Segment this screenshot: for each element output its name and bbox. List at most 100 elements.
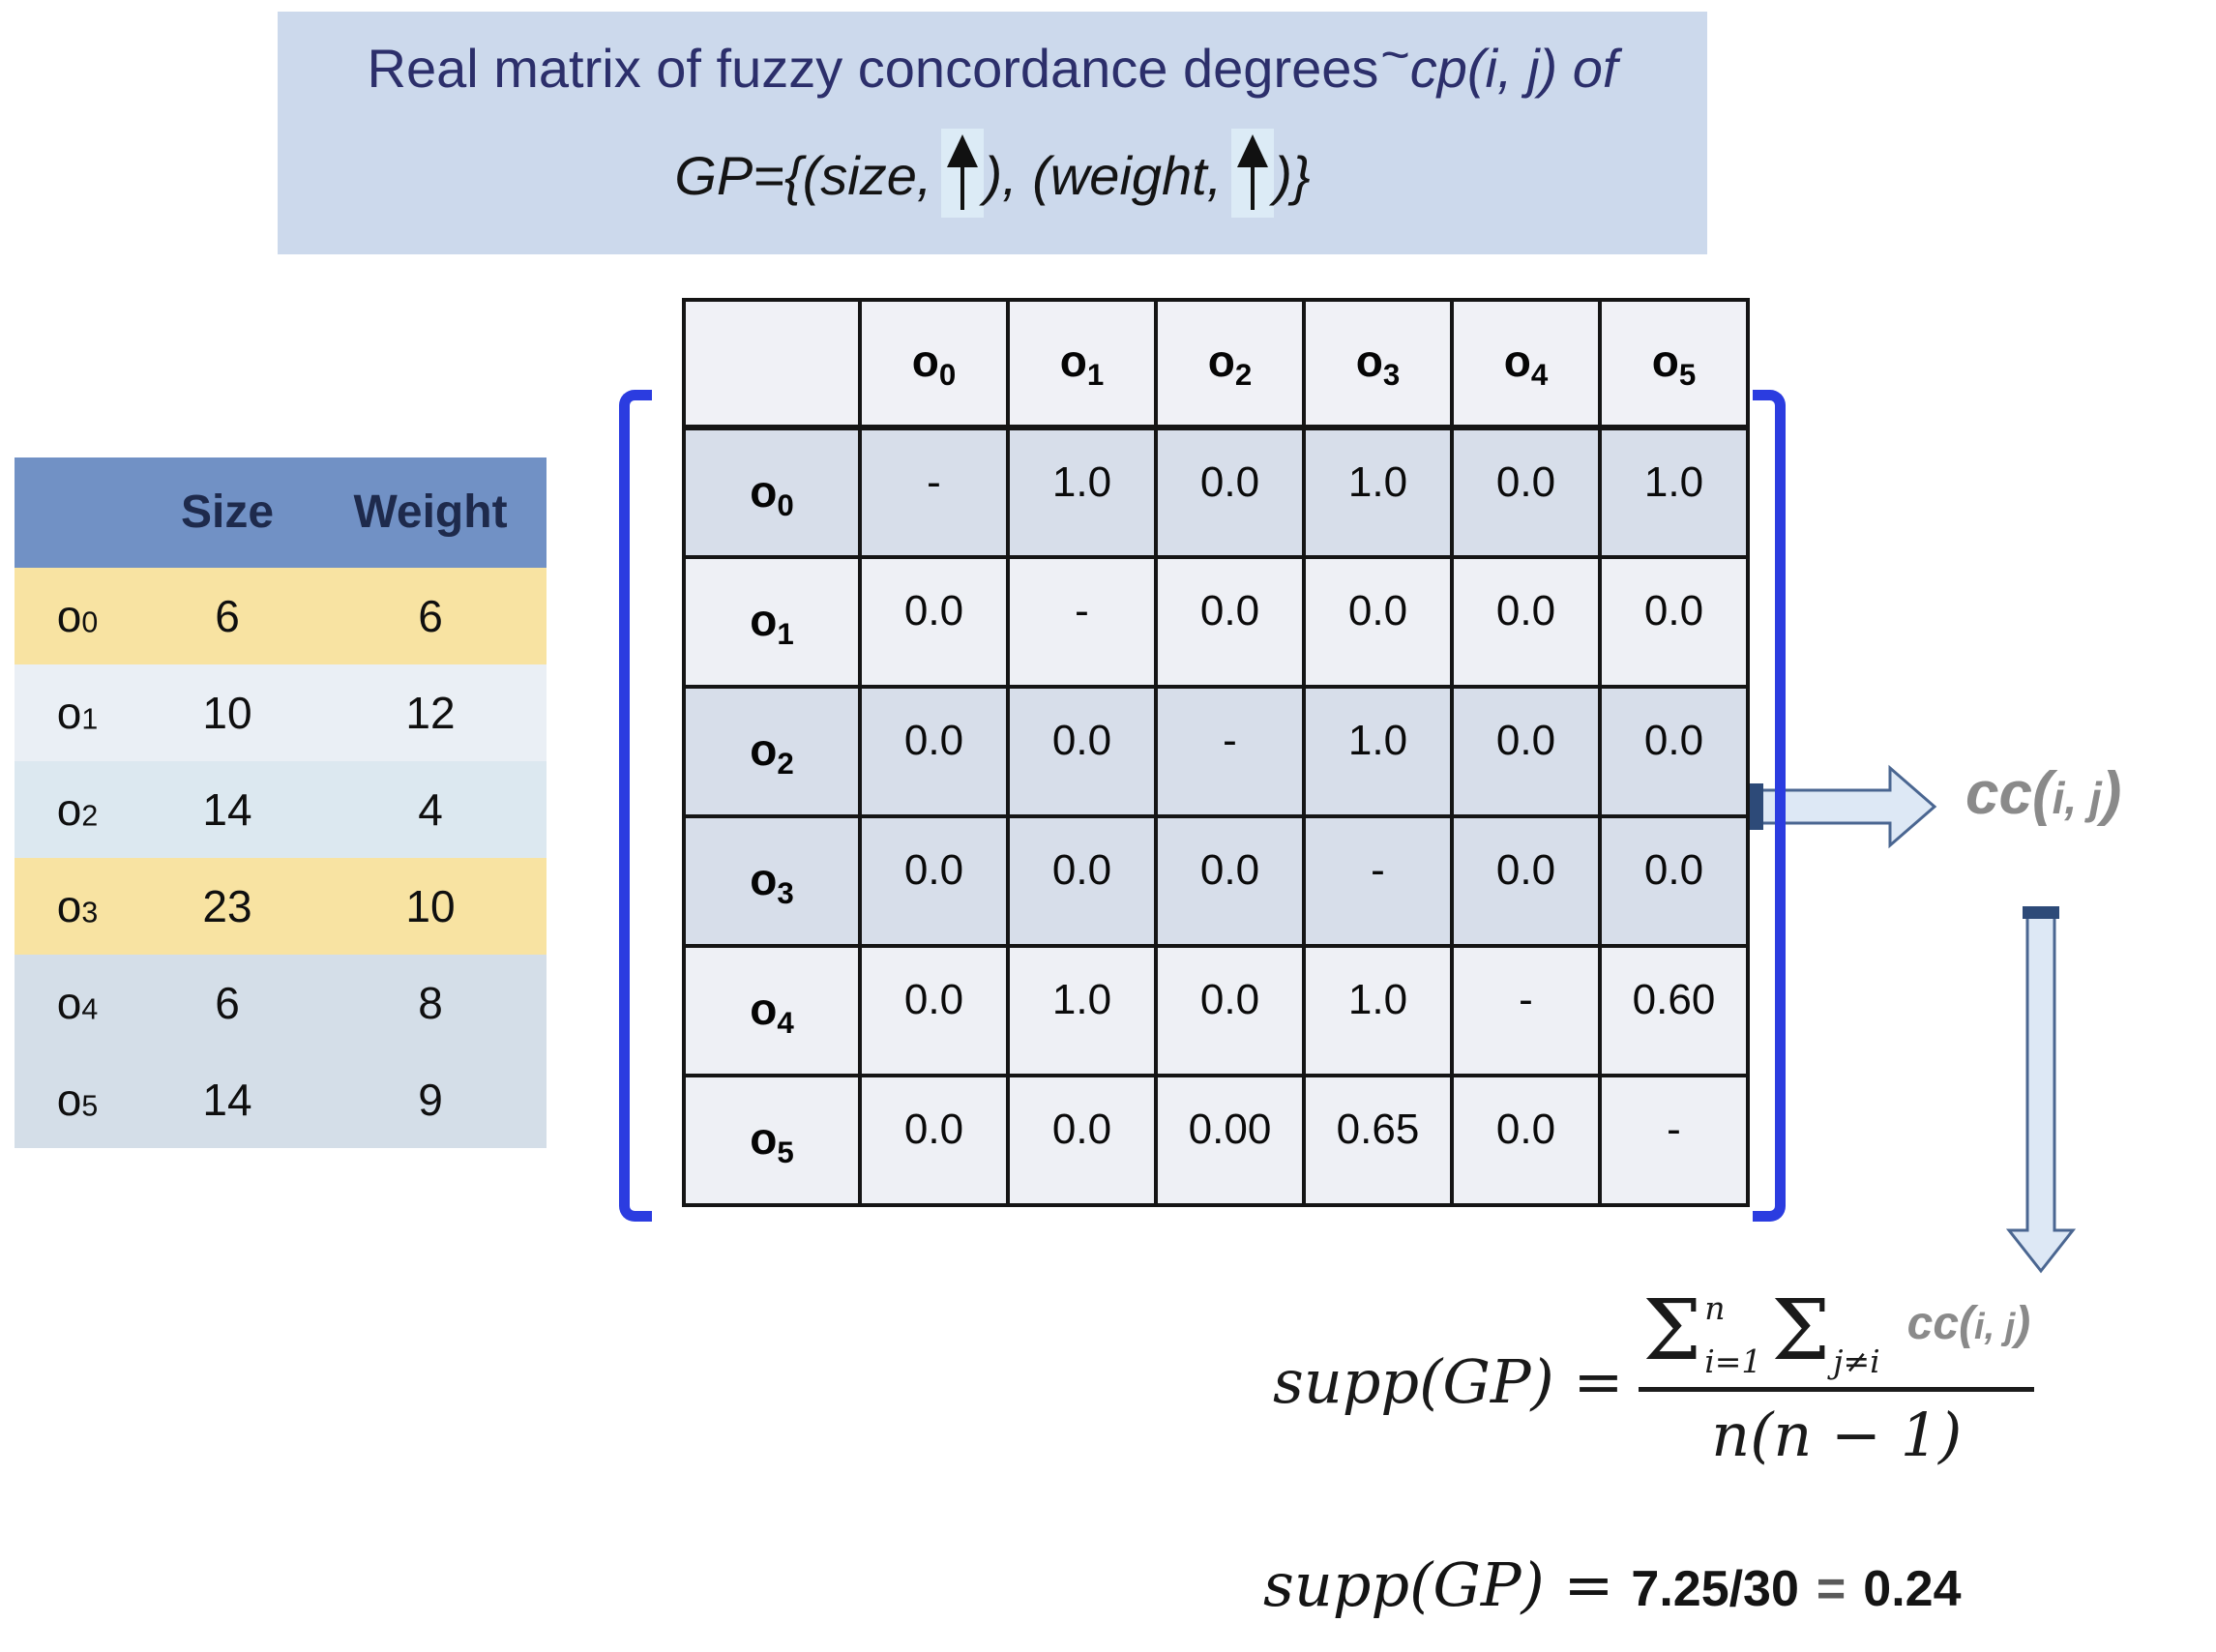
sum-upper-limit: n — [1704, 1289, 1726, 1327]
gp-definition: GP={(size,), (weight,)} — [278, 129, 1707, 231]
matrix-cell: 0.0 — [858, 814, 1010, 948]
matrix-cell: 0.60 — [1598, 944, 1750, 1077]
matrix-col-header-o0: o0 — [858, 298, 1010, 430]
matrix-cell: 0.65 — [1302, 1074, 1454, 1207]
matrix-col-header-o4: o4 — [1450, 298, 1602, 430]
arrow-down-icon — [2005, 906, 2077, 1274]
matrix-col-header-o2: o2 — [1154, 298, 1306, 430]
matrix-cell: 1.0 — [1006, 944, 1158, 1077]
gp-def-part2: ), (weight, — [984, 144, 1223, 206]
matrix-row-label: o5 — [682, 1074, 862, 1207]
matrix-corner-cell — [682, 298, 862, 430]
support-formula-lhs: supp(GP) = — [1273, 1345, 1624, 1417]
matrix-row-label: o2 — [682, 685, 862, 818]
cc-args: i, j — [2052, 773, 2102, 823]
gp-def-part3: )} — [1274, 144, 1311, 206]
matrix-col-header-o5: o5 — [1598, 298, 1750, 430]
attributes-table-header: Size Weight — [15, 457, 547, 568]
matrix-cell: 0.0 — [1302, 555, 1454, 689]
matrix-cell: 0.0 — [1450, 426, 1602, 559]
sigma-symbol: Σ — [1771, 1283, 1831, 1379]
attr-weight-value: 12 — [405, 688, 456, 738]
title-box: Real matrix of fuzzy concordance degrees… — [278, 12, 1707, 254]
attr-size-value: 14 — [202, 1075, 252, 1125]
matrix-cell: - — [858, 426, 1010, 559]
attr-weight-value: 10 — [405, 881, 456, 931]
attr-weight-value: 9 — [418, 1075, 443, 1125]
matrix-cell: - — [1450, 944, 1602, 1077]
matrix-cell: 0.0 — [1450, 685, 1602, 818]
col-header-size: Size — [180, 487, 275, 538]
attr-size-value: 14 — [202, 784, 252, 835]
matrix-cell: 1.0 — [1598, 426, 1750, 559]
up-arrow-icon — [941, 129, 985, 218]
sigma-symbol: Σ — [1642, 1283, 1702, 1379]
matrix-cell: 0.0 — [1450, 555, 1602, 689]
matrix-cell: 0.0 — [858, 685, 1010, 818]
matrix-cell: 0.0 — [1598, 685, 1750, 818]
matrix-cell: 0.0 — [1154, 944, 1306, 1077]
matrix-row-label: o0 — [682, 426, 862, 559]
attr-size-value: 10 — [202, 688, 252, 738]
up-arrow-icon — [1231, 129, 1275, 218]
matrix-cell: 0.0 — [1006, 1074, 1158, 1207]
matrix-cell: 0.0 — [1154, 426, 1306, 559]
matrix-col-header-o3: o3 — [1302, 298, 1454, 430]
matrix-cell: 1.0 — [1302, 685, 1454, 818]
matrix-cell: 0.0 — [1154, 814, 1306, 948]
matrix-cell: 0.0 — [1154, 555, 1306, 689]
fraction-bar — [1639, 1387, 2035, 1392]
matrix-cell: 0.0 — [1006, 685, 1158, 818]
cc-close: ) — [2101, 760, 2122, 827]
cc-label: cc(i, j) — [1965, 764, 2121, 824]
attr-corner-cell — [15, 457, 140, 568]
slide-title: Real matrix of fuzzy concordance degrees… — [278, 27, 1707, 100]
matrix-row-label: o1 — [682, 555, 862, 689]
matrix-cell: 0.0 — [858, 555, 1010, 689]
attr-weight-value: 8 — [418, 978, 443, 1028]
matrix-bracket-left-icon — [619, 390, 652, 1222]
matrix-row-label: o4 — [682, 944, 862, 1077]
title-text: Real matrix of fuzzy concordance degrees — [367, 38, 1379, 99]
matrix-cell: 1.0 — [1302, 426, 1454, 559]
cc-open: cc( — [1965, 760, 2053, 827]
attr-size-value: 6 — [215, 591, 240, 641]
support-result-lhs: supp(GP) = — [1263, 1549, 1614, 1620]
support-result-expression: 7.25/30 — [1631, 1561, 1799, 1617]
sum-lower-limit: i=1 — [1704, 1342, 1762, 1380]
col-header-weight: Weight — [353, 487, 508, 538]
matrix-bracket-right-icon — [1753, 390, 1786, 1222]
attr-size-value: 23 — [202, 881, 252, 931]
title-math: cp(i, j) of — [1409, 38, 1618, 99]
matrix-cell: 0.0 — [858, 1074, 1010, 1207]
matrix-cell: 0.0 — [1450, 1074, 1602, 1207]
matrix-cell: 0.00 — [1154, 1074, 1306, 1207]
